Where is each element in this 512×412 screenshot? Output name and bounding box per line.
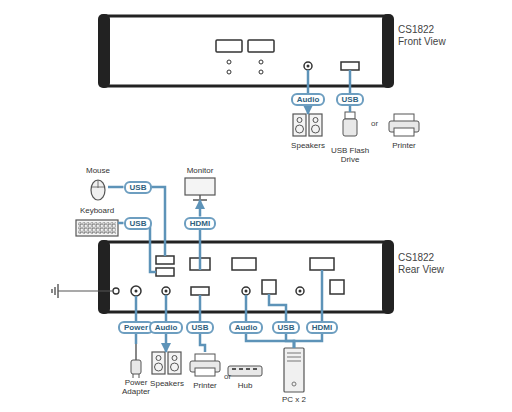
cable-connector [200, 334, 205, 353]
port-label-pill: Audio [229, 321, 264, 334]
device-box: Hub [228, 362, 262, 390]
view-caption: CS1822 Rear View [398, 252, 454, 276]
port-label-pill: Audio [291, 93, 326, 106]
connection-type: USB [130, 183, 147, 192]
device-box: Printer [190, 352, 220, 390]
cable-connector [165, 334, 168, 353]
connection-type: Power [124, 323, 148, 332]
connection-type: Audio [235, 323, 258, 332]
connection-type: Audio [297, 95, 320, 104]
device-box: PC x 2 [284, 348, 304, 404]
device-box: Printer [388, 112, 420, 150]
device-box: Monitor [185, 166, 215, 200]
device-name: Keyboard [80, 206, 114, 215]
cable-connector [349, 106, 352, 113]
cable-connector [135, 334, 138, 345]
connection-type: USB [342, 95, 359, 104]
device-name: PC x 2 [282, 395, 306, 404]
device-box: Mouse [88, 166, 108, 202]
device-name: Speakers [150, 379, 184, 388]
alternative-word: or [371, 119, 378, 129]
device-name: USB Flash Drive [322, 146, 378, 164]
port-label-pill: USB [124, 217, 153, 230]
cable-connector [199, 200, 202, 217]
cable-connector [108, 186, 124, 189]
device-box: Speakers [152, 352, 182, 388]
cable-connector [246, 334, 294, 349]
connection-type: Audio [155, 323, 178, 332]
connection-type: USB [278, 323, 295, 332]
connection-type: USB [192, 323, 209, 332]
device-box: Keyboard [76, 206, 118, 238]
alternative-word: or [224, 372, 231, 382]
cable-connector [294, 334, 322, 349]
device-name: Hub [238, 381, 253, 390]
device-name: Monitor [187, 166, 214, 175]
port-label-pill: HDMI [184, 217, 216, 230]
device-name: Power Adapter [116, 378, 156, 396]
port-label-pill: USB [336, 93, 365, 106]
device-name: Mouse [86, 166, 110, 175]
port-label-pill: USB [272, 321, 301, 334]
device-box: Power Adapter [124, 344, 148, 396]
connection-type: HDMI [312, 323, 332, 332]
device-name: Speakers [291, 141, 325, 150]
connection-type: USB [130, 219, 147, 228]
device-name: Printer [193, 381, 217, 390]
device-box: Speakers [292, 114, 324, 150]
connection-type: HDMI [190, 219, 210, 228]
port-label-pill: USB [124, 181, 153, 194]
cable-connector [118, 222, 124, 225]
device-name: Printer [392, 141, 416, 150]
cable-connector [307, 106, 310, 115]
port-label-pill: HDMI [306, 321, 338, 334]
device-box: USB Flash Drive [338, 112, 362, 164]
port-label-pill: USB [186, 321, 215, 334]
view-caption: CS1822 Front View [398, 24, 454, 48]
port-label-pill: Audio [149, 321, 184, 334]
